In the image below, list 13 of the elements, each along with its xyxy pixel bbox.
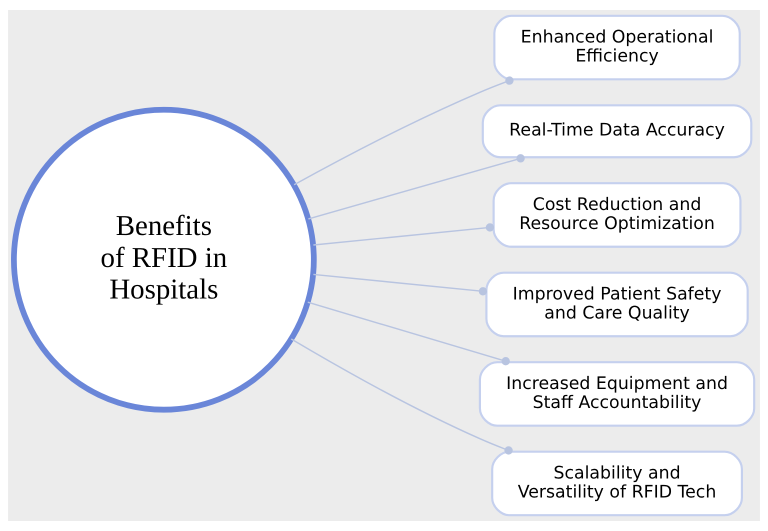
connector xyxy=(308,302,510,366)
node-box: Scalability and Versatility of RFID Tech xyxy=(491,450,743,516)
node-circle: Benefits of RFID in Hospitals xyxy=(11,106,317,413)
connector xyxy=(313,274,488,296)
node-box: Improved Patient Safety and Care Quality xyxy=(485,272,749,338)
connector xyxy=(308,154,525,220)
connector xyxy=(313,223,494,246)
connector xyxy=(294,76,514,186)
node-box: Enhanced Operational Efficiency xyxy=(493,14,741,80)
node-box: Real-Time Data Accuracy xyxy=(482,104,752,158)
node-box: Cost Reduction and Resource Optimization xyxy=(492,182,742,248)
node-box: Increased Equipment and Staff Accountability xyxy=(478,361,756,427)
connector xyxy=(290,338,513,455)
